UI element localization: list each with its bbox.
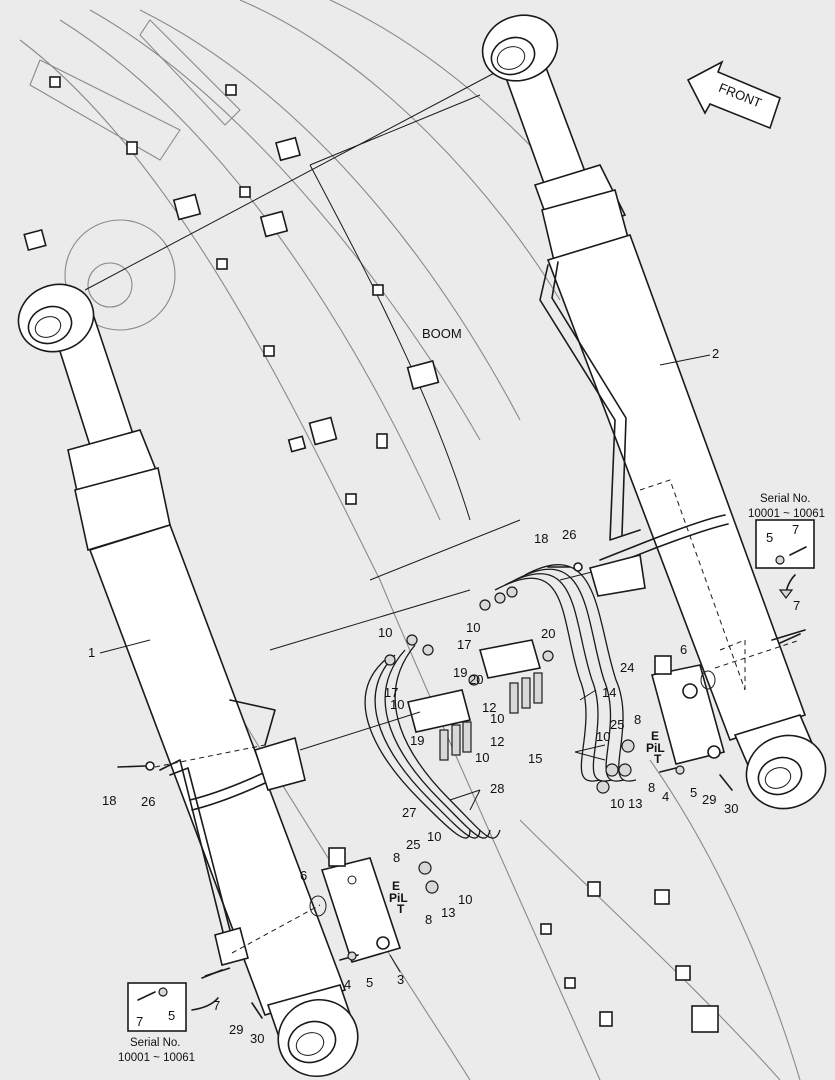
serial-top-line2: 10001 ~ 10061 xyxy=(748,508,825,520)
callout-10-d: 10 xyxy=(490,711,504,726)
callout-10-b: 10 xyxy=(466,620,480,635)
callout-26-a: 26 xyxy=(562,527,576,542)
callout-14: 14 xyxy=(602,685,616,700)
serial-bottom-line2: 10001 ~ 10061 xyxy=(118,1052,195,1064)
callout-7-right: 7 xyxy=(793,598,800,613)
callout-13-a: 13 xyxy=(441,905,455,920)
cylinder-2 xyxy=(481,14,827,810)
callout-27: 27 xyxy=(402,805,416,820)
serial-inset-top: Serial No. 10001 ~ 10061 5 7 xyxy=(748,493,825,599)
callout-12-a: 12 xyxy=(482,700,496,715)
callouts: 1 2 3 4 4 5 5 6 6 7 7 8 8 8 8 10 10 10 1… xyxy=(88,346,800,1046)
callout-8-c: 8 xyxy=(634,712,641,727)
callout-1: 1 xyxy=(88,645,95,660)
callout-18-a: 18 xyxy=(534,531,548,546)
callout-6-left: 6 xyxy=(300,868,307,883)
callout-10-i: 10 xyxy=(390,697,404,712)
callout-4-left: 4 xyxy=(344,977,351,992)
serial-top-line1: Serial No. xyxy=(760,493,811,505)
callout-8-d: 8 xyxy=(648,780,655,795)
port-e-right: E xyxy=(651,729,659,743)
callout-29-a: 29 xyxy=(229,1022,243,1037)
leader-lines xyxy=(99,354,711,973)
callout-20-b: 20 xyxy=(469,672,483,687)
serial-inset-bottom: 7 5 Serial No. 10001 ~ 10061 xyxy=(118,982,219,1064)
callout-25-b: 25 xyxy=(610,717,624,732)
callout-17-b: 17 xyxy=(384,685,398,700)
callout-28: 28 xyxy=(490,781,504,796)
serial-top-part-b: 7 xyxy=(792,522,799,537)
port-labels-left: E PiL T xyxy=(389,879,408,916)
front-arrow: FRONT xyxy=(686,60,781,130)
callout-10-f: 10 xyxy=(458,892,472,907)
callout-29-b: 29 xyxy=(702,792,716,807)
callout-30-b: 30 xyxy=(724,801,738,816)
port-t-right: T xyxy=(654,752,662,766)
serial-top-part-a: 5 xyxy=(766,530,773,545)
callout-5-left: 5 xyxy=(366,975,373,990)
callout-10-c: 10 xyxy=(475,750,489,765)
callout-13-b: 13 xyxy=(628,796,642,811)
fittings xyxy=(251,586,733,1019)
callout-8-a: 8 xyxy=(393,850,400,865)
serial-bottom-part-a: 7 xyxy=(136,1014,143,1029)
callout-4-right: 4 xyxy=(662,789,669,804)
callout-8-b: 8 xyxy=(425,912,432,927)
callout-12-b: 12 xyxy=(490,734,504,749)
cylinder-1 xyxy=(17,283,359,1078)
callout-26-b: 26 xyxy=(141,794,155,809)
port-pil-right: PiL xyxy=(646,741,665,755)
port-e-left: E xyxy=(392,879,400,893)
callout-15: 15 xyxy=(528,751,542,766)
boom-pads xyxy=(23,76,719,1033)
callout-17-a: 17 xyxy=(457,637,471,652)
callout-10-h: 10 xyxy=(610,796,624,811)
callout-18-b: 18 xyxy=(102,793,116,808)
valve-24 xyxy=(651,629,806,773)
hoses xyxy=(117,554,801,839)
serial-bottom-part-b: 5 xyxy=(168,1008,175,1023)
port-t-left: T xyxy=(397,902,405,916)
port-pil-left: PiL xyxy=(389,891,408,905)
callout-24: 24 xyxy=(620,660,634,675)
callout-30-a: 30 xyxy=(250,1031,264,1046)
boom-label: BOOM xyxy=(422,326,462,341)
serial-bottom-line1: Serial No. xyxy=(130,1037,181,1049)
callout-20-a: 20 xyxy=(541,626,555,641)
callout-10-e: 10 xyxy=(427,829,441,844)
callout-2: 2 xyxy=(712,346,719,361)
callout-6-right: 6 xyxy=(680,642,687,657)
callout-5-right: 5 xyxy=(690,785,697,800)
callout-19-b: 19 xyxy=(410,733,424,748)
valve-3 xyxy=(201,847,402,979)
port-labels-right: E PiL T xyxy=(646,729,665,766)
callout-7-left: 7 xyxy=(213,998,220,1013)
callout-3: 3 xyxy=(397,972,404,987)
callout-10-g: 10 xyxy=(596,729,610,744)
callout-10-a: 10 xyxy=(378,625,392,640)
callout-19-a: 19 xyxy=(453,665,467,680)
callout-25-a: 25 xyxy=(406,837,420,852)
